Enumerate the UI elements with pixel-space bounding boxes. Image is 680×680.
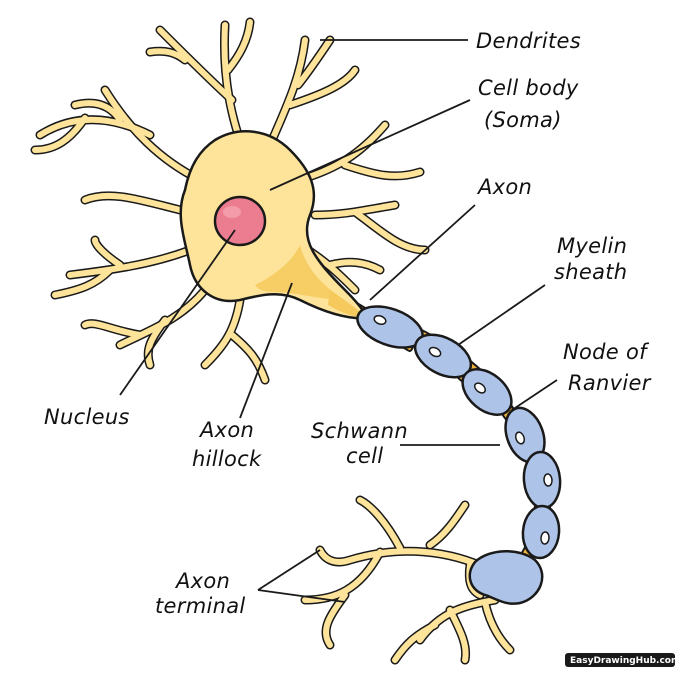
label-cell-body: Cell body — [478, 76, 579, 100]
leader-hillock — [239, 282, 293, 419]
watermark-text: EasyDrawingHub.com — [570, 656, 680, 666]
axon-hillock — [328, 290, 368, 318]
label-axon-terminal-1: Axon — [174, 569, 230, 593]
watermark-badge — [565, 653, 675, 667]
label-axon: Axon — [476, 175, 532, 199]
soma-shade — [255, 245, 345, 300]
leader-myelin — [457, 284, 546, 346]
label-dendrites: Dendrites — [476, 29, 581, 53]
leader-lines — [119, 39, 558, 603]
label-nucleus: Nucleus — [44, 405, 130, 429]
nucleus — [213, 195, 267, 247]
label-node-of: Node of — [563, 340, 650, 364]
schwann-cell — [522, 450, 562, 510]
label-schwann-cell: cell — [346, 444, 383, 468]
schwann-cell — [521, 504, 561, 560]
label-axon-hillock-2: hillock — [192, 447, 262, 471]
myelin-sheath — [356, 305, 562, 605]
leader-axon — [369, 204, 476, 301]
nucleus-highlight — [223, 206, 241, 218]
watermark: EasyDrawingHub.com — [565, 653, 680, 667]
leader-node — [511, 379, 558, 411]
schwann-cell — [461, 368, 513, 416]
leader-cell-body — [269, 99, 471, 191]
leader-nucleus — [119, 229, 236, 396]
label-schwann: Schwann — [311, 419, 408, 443]
label-myelin: Myelin — [557, 234, 627, 258]
schwann-nuclei — [373, 314, 553, 545]
label-axon-hillock-1: Axon — [198, 418, 254, 442]
labels: Dendrites Cell body (Soma) Axon Myelin s… — [44, 29, 652, 618]
label-sheath: sheath — [554, 260, 627, 284]
axon-terminal-branches — [300, 495, 515, 665]
leader-terminal-b — [257, 589, 346, 603]
label-ranvier: Ranvier — [568, 371, 652, 395]
schwann-cell — [468, 550, 544, 605]
label-soma: (Soma) — [484, 108, 562, 132]
label-axon-terminal-2: terminal — [155, 594, 246, 618]
leader-terminal-a — [257, 549, 321, 591]
dendrites — [30, 17, 430, 385]
